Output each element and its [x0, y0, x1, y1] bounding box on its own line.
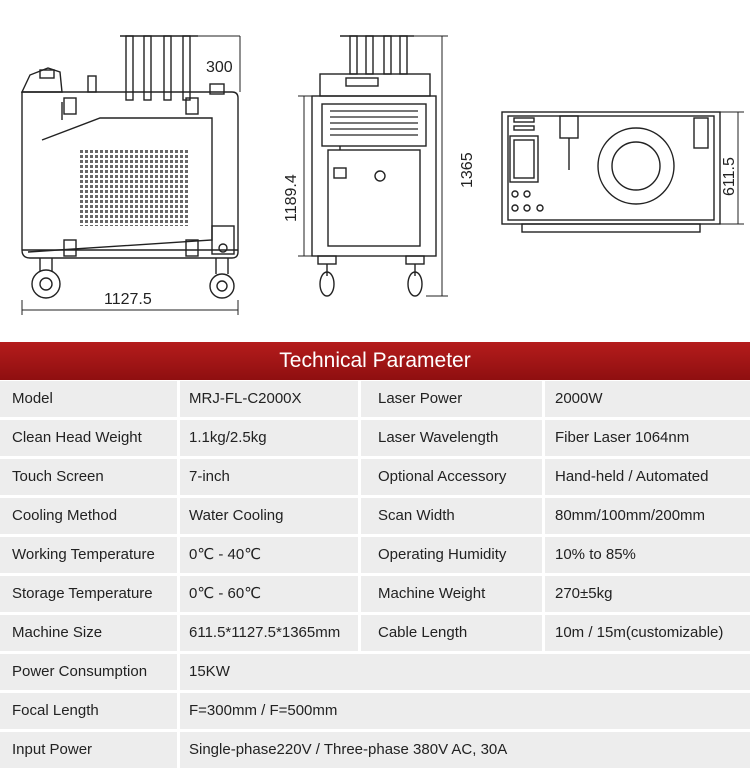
table-title-banner: Technical Parameter: [0, 342, 750, 380]
spec-value: 0℃ - 60℃: [180, 576, 358, 612]
spec-value: 10m / 15m(customizable): [545, 615, 750, 651]
spec-label: Scan Width: [361, 498, 542, 534]
dim-top-depth: 611.5: [721, 157, 738, 196]
spec-label: Input Power: [0, 732, 177, 768]
spec-label: Model: [0, 381, 177, 417]
spec-label: Machine Weight: [361, 576, 542, 612]
spec-value: 611.5*1127.5*1365mm: [180, 615, 358, 651]
spec-value: F=300mm / F=500mm: [180, 693, 750, 729]
spec-label: Optional Accessory: [361, 459, 542, 495]
spec-value: 7-inch: [180, 459, 358, 495]
top-view: [501, 111, 721, 233]
front-vent-lines: [330, 110, 418, 136]
spec-label: Operating Humidity: [361, 537, 542, 573]
front-dimension-lines: [298, 35, 448, 297]
side-dimension-lines: [21, 35, 241, 315]
dim-side-height: 300: [206, 59, 233, 76]
spec-value: 1.1kg/2.5kg: [180, 420, 358, 456]
spec-value: 0℃ - 40℃: [180, 537, 358, 573]
spec-value: 80mm/100mm/200mm: [545, 498, 750, 534]
spec-label: Laser Power: [361, 381, 542, 417]
spec-value: Hand-held / Automated: [545, 459, 750, 495]
spec-value: Fiber Laser 1064nm: [545, 420, 750, 456]
spec-label: Storage Temperature: [0, 576, 177, 612]
front-view: [311, 35, 437, 297]
spec-label: Machine Size: [0, 615, 177, 651]
spec-label: Working Temperature: [0, 537, 177, 573]
spec-label: Clean Head Weight: [0, 420, 177, 456]
dim-front-total-height: 1365: [459, 152, 476, 188]
spec-value: 270±5kg: [545, 576, 750, 612]
spec-value: 10% to 85%: [545, 537, 750, 573]
spec-value: Single-phase220V / Three-phase 380V AC, …: [180, 732, 750, 768]
spec-label: Cooling Method: [0, 498, 177, 534]
side-vent-grid: [78, 150, 188, 226]
spec-value: Water Cooling: [180, 498, 358, 534]
spec-label: Touch Screen: [0, 459, 177, 495]
machine-technical-drawing: 300 1127.5 1189.4 1365 611.5: [20, 35, 744, 315]
spec-label: Power Consumption: [0, 654, 177, 690]
spec-value: MRJ-FL-C2000X: [180, 381, 358, 417]
spec-label: Laser Wavelength: [361, 420, 542, 456]
top-dimension-lines: [720, 111, 744, 225]
spec-label: Cable Length: [361, 615, 542, 651]
spec-value: 15KW: [180, 654, 750, 690]
spec-value: 2000W: [545, 381, 750, 417]
dim-side-width: 1127.5: [104, 291, 152, 308]
spec-label: Focal Length: [0, 693, 177, 729]
dim-front-inner-height: 1189.4: [283, 174, 300, 222]
side-view: [20, 35, 239, 299]
